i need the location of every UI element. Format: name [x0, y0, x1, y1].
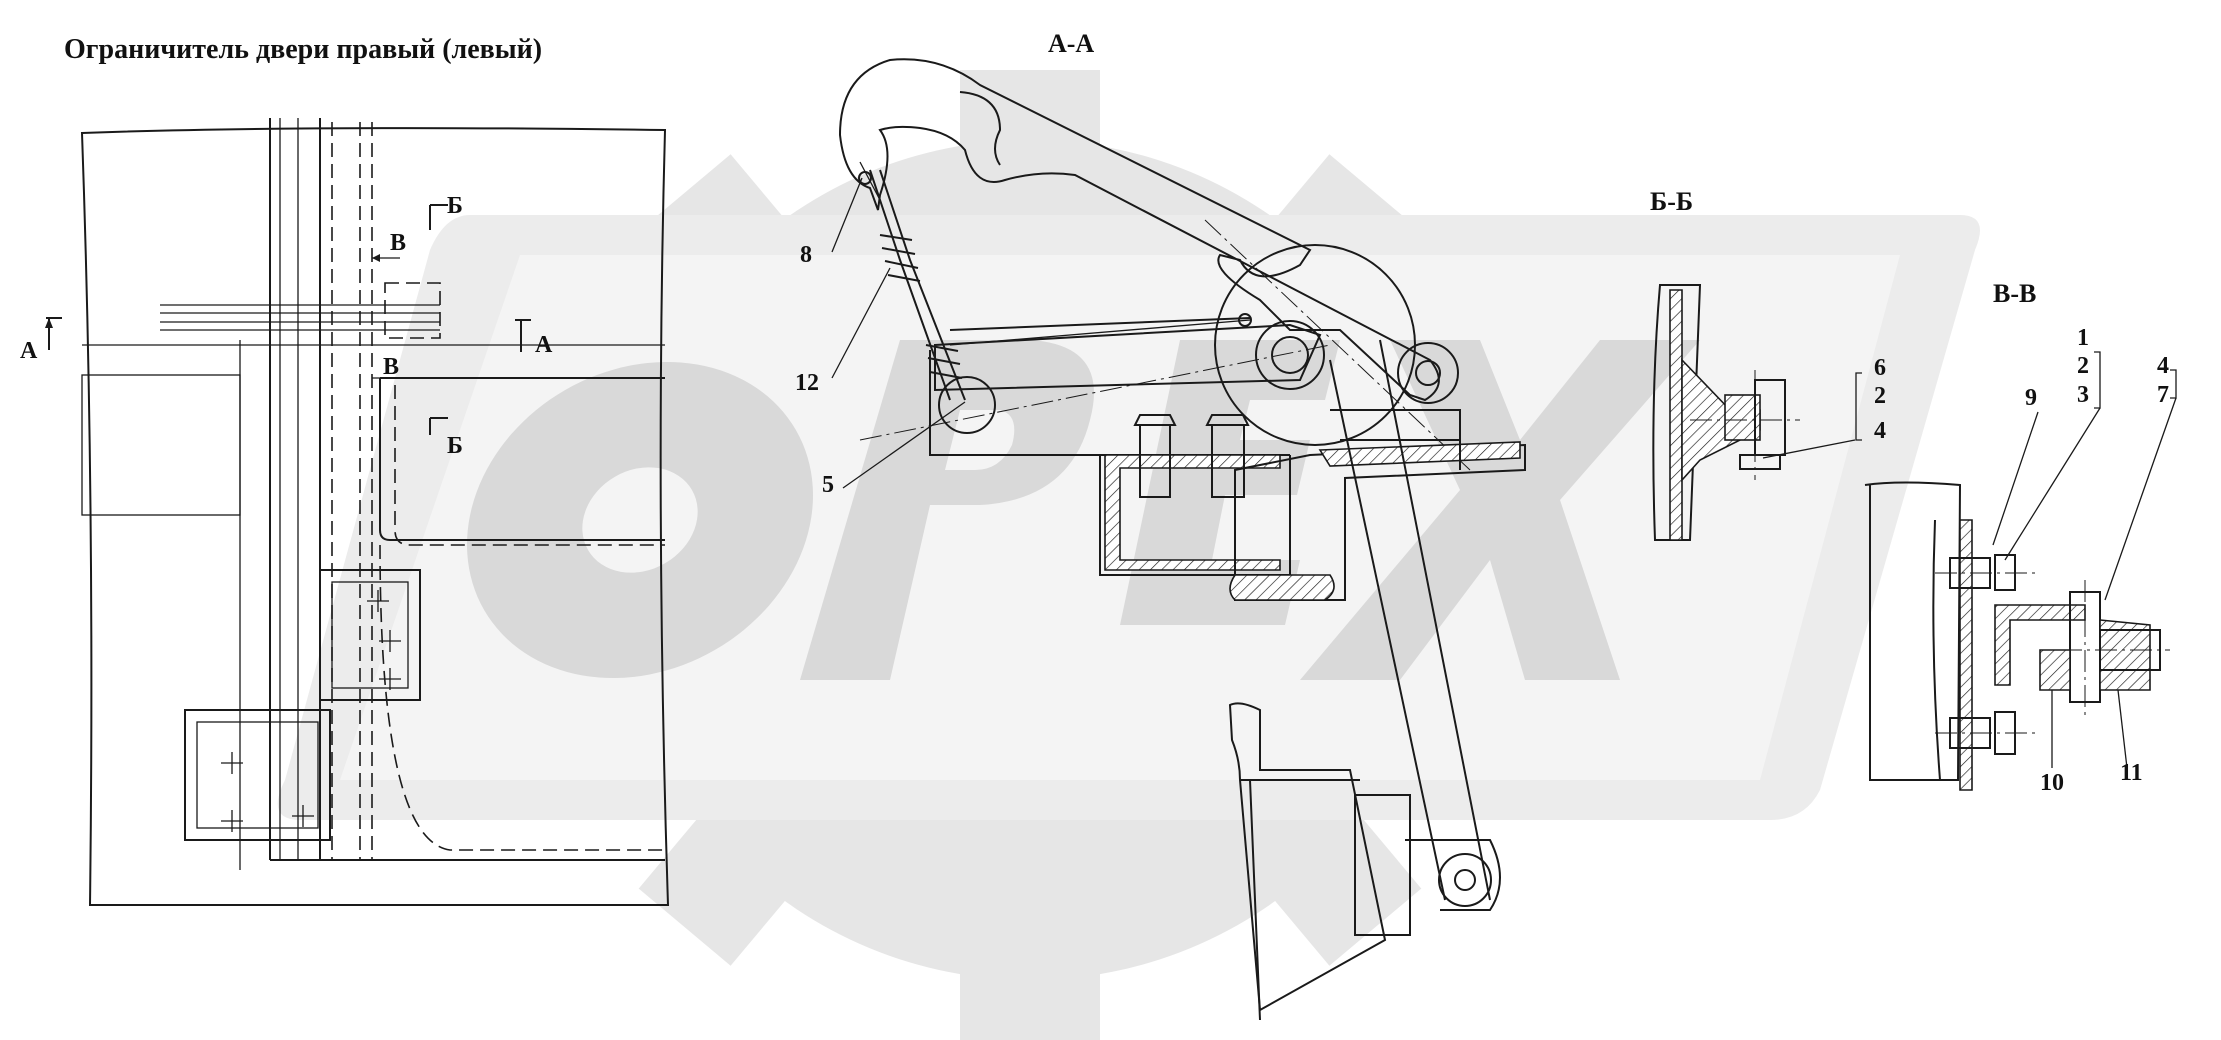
- callout-1: 1: [2077, 325, 2089, 351]
- callout-4-vv: 4: [2157, 353, 2169, 379]
- callout-2-vv: 2: [2077, 353, 2089, 379]
- drawing-title: Ограничитель двери правый (левый): [64, 34, 543, 65]
- callout-3: 3: [2077, 382, 2089, 408]
- section-label-bb: Б-Б: [1650, 187, 1693, 216]
- callout-7: 7: [2157, 382, 2169, 408]
- callouts-aa: [831, 177, 966, 489]
- section-label-vv: В-В: [1993, 279, 2036, 308]
- callout-2: 2: [1874, 383, 1886, 409]
- callouts-bb: [1762, 372, 1862, 459]
- callout-8: 8: [800, 242, 812, 268]
- callout-9: 9: [2025, 385, 2037, 411]
- callout-4: 4: [1874, 418, 1886, 444]
- section-bb-mount: [1652, 284, 1800, 541]
- callout-5: 5: [822, 472, 834, 498]
- watermark-logo: [277, 70, 1980, 1040]
- section-aa-mechanism: [838, 58, 1526, 1021]
- section-mark-a-right: А: [535, 332, 553, 358]
- callout-12: 12: [795, 370, 819, 396]
- section-mark-b-bottom: Б: [447, 433, 463, 459]
- section-vv-mount: [1864, 481, 2170, 791]
- section-mark-b-top: Б: [447, 193, 463, 219]
- section-mark-v-top: В: [390, 230, 406, 256]
- door-frame-view: [45, 118, 670, 906]
- section-mark-v-bottom: В: [383, 354, 399, 380]
- callouts-vv: [1992, 351, 2177, 769]
- section-label-aa: А-А: [1048, 29, 1094, 58]
- callout-6: 6: [1874, 355, 1886, 381]
- callout-10: 10: [2040, 770, 2064, 796]
- callout-11: 11: [2120, 760, 2143, 786]
- section-mark-a-left: А: [20, 338, 38, 364]
